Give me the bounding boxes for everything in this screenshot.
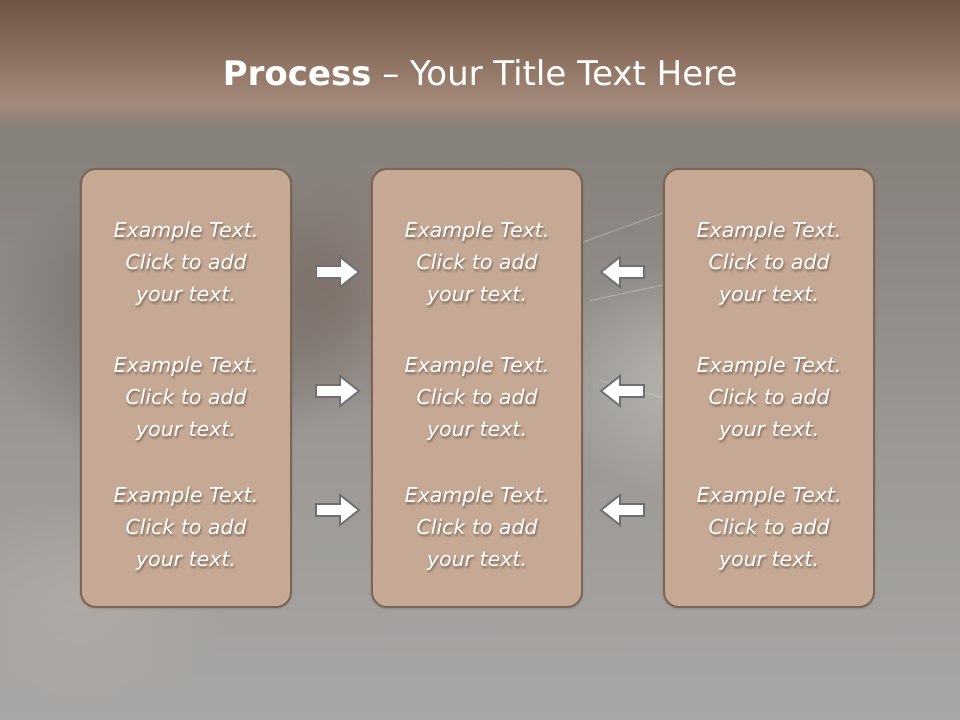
text-line: Click to add xyxy=(416,250,538,274)
text-line: your text. xyxy=(136,282,236,306)
text-line: your text. xyxy=(719,282,819,306)
text-line: Click to add xyxy=(416,385,538,409)
text-line: Click to add xyxy=(708,385,830,409)
text-placeholder[interactable]: Example Text. Click to add your text. xyxy=(82,349,290,445)
text-line: Example Text. xyxy=(696,483,842,507)
text-placeholder[interactable]: Example Text. Click to add your text. xyxy=(373,214,581,310)
text-line: Example Text. xyxy=(696,218,842,242)
arrow-left-icon xyxy=(598,373,646,409)
arrow-left-icon xyxy=(598,254,646,290)
text-line: Example Text. xyxy=(113,218,259,242)
text-line: Click to add xyxy=(708,515,830,539)
text-line: Example Text. xyxy=(113,483,259,507)
text-line: Click to add xyxy=(708,250,830,274)
text-line: Example Text. xyxy=(404,218,550,242)
arrow-right-icon xyxy=(314,492,362,528)
process-box-right[interactable]: Example Text. Click to add your text. Ex… xyxy=(663,168,875,608)
arrow-left-icon xyxy=(598,492,646,528)
text-placeholder[interactable]: Example Text. Click to add your text. xyxy=(373,479,581,575)
title-strong: Process xyxy=(222,54,372,94)
process-box-left[interactable]: Example Text. Click to add your text. Ex… xyxy=(80,168,292,608)
text-line: Click to add xyxy=(416,515,538,539)
arrow-right-icon xyxy=(314,373,362,409)
text-line: Example Text. xyxy=(113,353,259,377)
text-placeholder[interactable]: Example Text. Click to add your text. xyxy=(665,214,873,310)
title-rest: – Your Title Text Here xyxy=(371,54,738,94)
text-line: Example Text. xyxy=(404,483,550,507)
title-band xyxy=(0,0,960,130)
text-placeholder[interactable]: Example Text. Click to add your text. xyxy=(665,349,873,445)
text-placeholder[interactable]: Example Text. Click to add your text. xyxy=(82,214,290,310)
text-line: your text. xyxy=(136,547,236,571)
text-placeholder[interactable]: Example Text. Click to add your text. xyxy=(373,349,581,445)
text-line: your text. xyxy=(719,547,819,571)
text-line: Click to add xyxy=(125,515,247,539)
text-line: your text. xyxy=(719,417,819,441)
text-line: Click to add xyxy=(125,250,247,274)
text-line: your text. xyxy=(427,547,527,571)
text-line: your text. xyxy=(427,417,527,441)
text-line: your text. xyxy=(427,282,527,306)
text-line: your text. xyxy=(136,417,236,441)
text-placeholder[interactable]: Example Text. Click to add your text. xyxy=(665,479,873,575)
text-line: Example Text. xyxy=(404,353,550,377)
text-line: Click to add xyxy=(125,385,247,409)
slide-title[interactable]: Process – Your Title Text Here xyxy=(0,52,960,96)
text-placeholder[interactable]: Example Text. Click to add your text. xyxy=(82,479,290,575)
process-box-center[interactable]: Example Text. Click to add your text. Ex… xyxy=(371,168,583,608)
arrow-right-icon xyxy=(314,254,362,290)
text-line: Example Text. xyxy=(696,353,842,377)
